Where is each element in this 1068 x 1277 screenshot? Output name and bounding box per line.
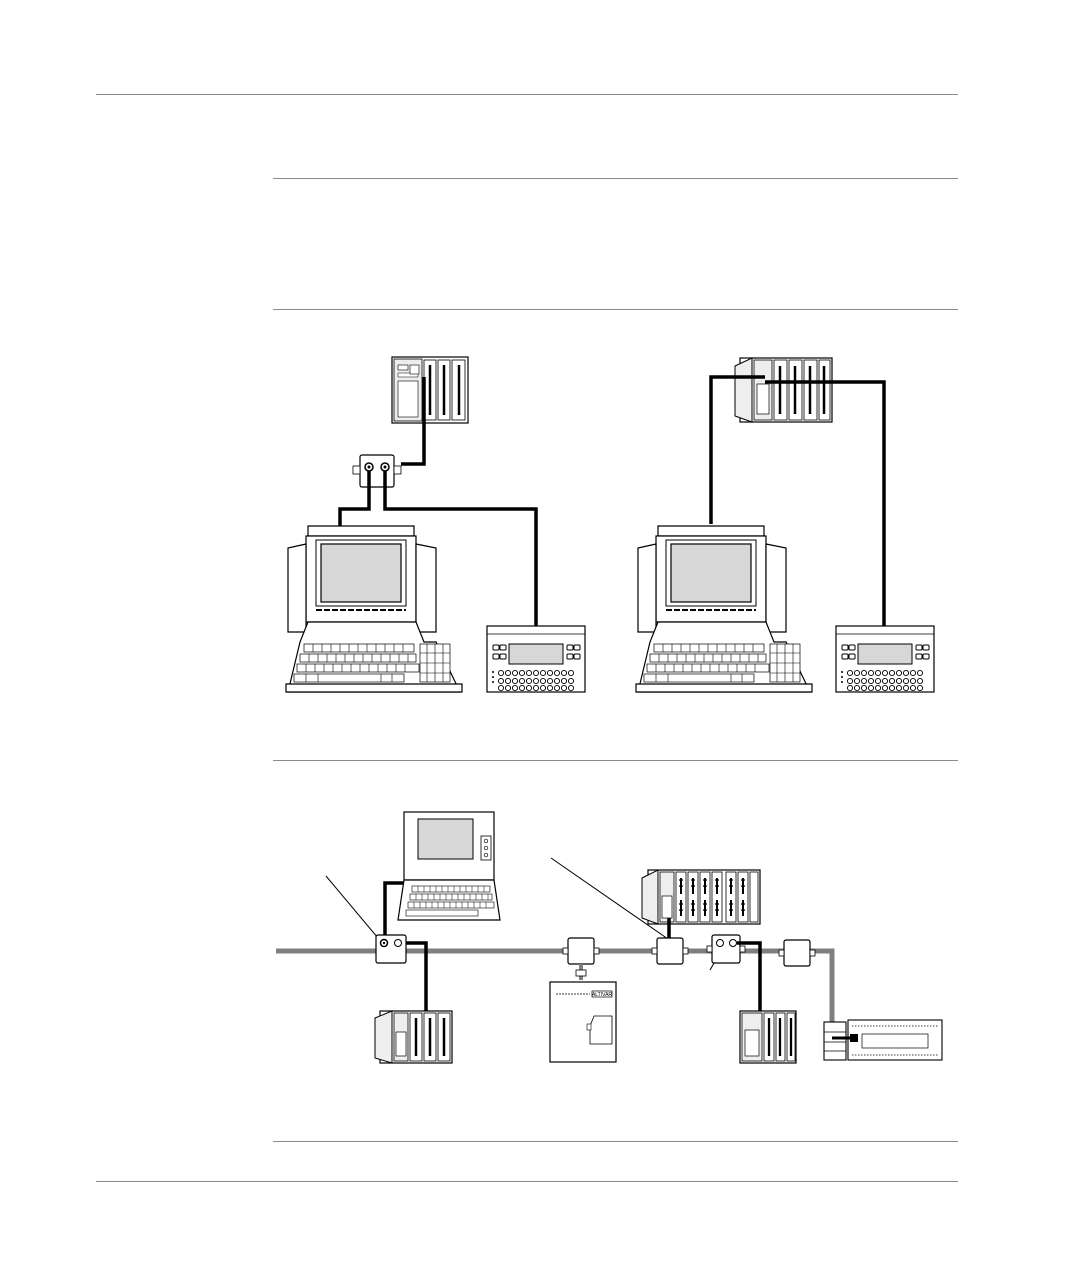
cable-left-setup [338, 377, 538, 626]
tap-junction-box-icon [352, 454, 402, 488]
plc-rack-with-power-supply-icon [734, 357, 833, 423]
bus-cable-line [276, 948, 835, 1034]
cable-bottom-left [383, 881, 428, 1034]
large-plc-rack-icon [641, 869, 761, 925]
plc-rack-icon-3 [739, 1010, 797, 1064]
operator-keypad-display-icon [486, 625, 586, 693]
portable-pc-terminal-icon-2 [635, 525, 813, 693]
portable-pc-terminal-icon [285, 525, 463, 693]
section-rule-3 [273, 760, 958, 761]
page-footer-rule [96, 1181, 958, 1182]
operator-keypad-display-icon-2 [835, 625, 935, 693]
compact-plc-icon [823, 1019, 943, 1061]
section-rule-1 [273, 178, 958, 179]
laptop-terminal-icon [397, 811, 501, 921]
tap-box-icon-3 [706, 934, 746, 964]
cable-right-setup [709, 375, 886, 626]
cable-bottom-right [737, 941, 762, 1020]
junction-box-icon [562, 937, 600, 980]
line-terminator-icon [778, 939, 816, 967]
section-rule-2 [273, 309, 958, 310]
plc-rack-icon-2 [374, 1010, 453, 1064]
tap-box-icon-2 [651, 937, 689, 965]
io-module-box-icon: ALTIVAR [549, 981, 617, 1063]
plc-rack-icon [390, 355, 470, 425]
page-header-rule [96, 94, 958, 95]
brand-label: ALTIVAR [592, 992, 612, 998]
tap-box-icon [375, 934, 407, 964]
section-rule-4 [273, 1141, 958, 1142]
